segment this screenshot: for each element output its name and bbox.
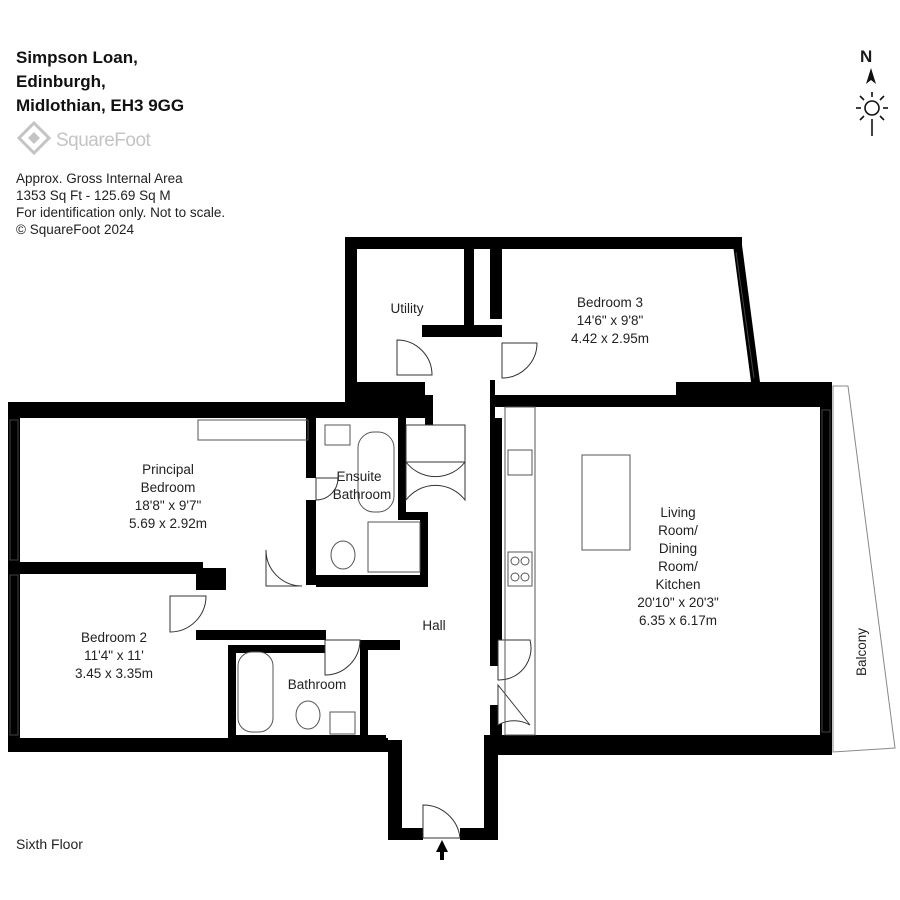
disclaimer: For identification only. Not to scale. [16, 205, 226, 220]
brand-name: SquareFoot [56, 130, 151, 151]
copyright: © SquareFoot 2024 [16, 222, 135, 237]
living-name-3: Dining [659, 541, 697, 556]
living-name-5: Kitchen [655, 577, 700, 592]
bedroom3-imperial: 14'6" x 9'8" [577, 313, 644, 328]
address-line-city: Edinburgh, [16, 72, 106, 91]
bedroom2-metric: 3.45 x 3.35m [75, 666, 153, 681]
area-value: 1353 Sq Ft - 125.69 Sq M [16, 188, 171, 203]
ensuite-name-1: Ensuite [336, 469, 381, 484]
address-line-street: Simpson Loan, [16, 48, 138, 67]
principal-metric: 5.69 x 2.92m [129, 516, 207, 531]
living-metric: 6.35 x 6.17m [639, 613, 717, 628]
bedroom2-name: Bedroom 2 [81, 630, 147, 645]
principal-name-2: Bedroom [141, 480, 196, 495]
living-name-1: Living [660, 505, 695, 520]
compass-north-label: N [860, 47, 873, 66]
kitchen-sink-icon [507, 449, 533, 476]
bathroom-sink-icon [329, 711, 356, 735]
windows [9, 251, 831, 736]
ensuite-name-2: Bathroom [333, 487, 392, 502]
area-info: Approx. Gross Internal Area 1353 Sq Ft -… [16, 170, 225, 238]
ensuite-bath-icon [357, 431, 395, 513]
ensuite-shower-icon [367, 521, 421, 573]
hob-icon [507, 551, 533, 587]
walls [8, 237, 832, 840]
principal-name-1: Principal [142, 462, 194, 477]
hall-label: Hall [422, 618, 445, 633]
bedroom3-name: Bedroom 3 [577, 295, 643, 310]
kitchen-island [581, 454, 631, 551]
squarefoot-logo: SquareFoot [16, 120, 186, 164]
living-imperial: 20'10" x 20'3" [637, 595, 719, 610]
fixtures [197, 406, 631, 736]
address-block: Simpson Loan, Edinburgh, Midlothian, EH3… [16, 46, 184, 118]
toilet-icon [295, 700, 321, 730]
bedroom3-metric: 4.42 x 2.95m [571, 331, 649, 346]
area-title: Approx. Gross Internal Area [16, 171, 183, 186]
living-name-2: Room/ [658, 523, 698, 538]
compass-icon [856, 68, 888, 136]
entrance-arrow-icon [436, 840, 448, 860]
principal-imperial: 18'8" x 9'7" [135, 498, 202, 513]
bedroom2-imperial: 11'4" x 11' [84, 648, 144, 663]
ensuite-sink-icon [324, 424, 351, 446]
room-labels: Utility Bedroom 3 14'6" x 9'8" 4.42 x 2.… [75, 295, 869, 692]
ensuite-toilet-icon [330, 540, 356, 570]
balcony-outline [832, 385, 896, 753]
bathroom-label: Bathroom [288, 677, 347, 692]
doors [169, 339, 538, 839]
utility-label: Utility [391, 301, 424, 316]
squarefoot-logo-icon [16, 120, 52, 156]
floor-label: Sixth Floor [16, 836, 83, 852]
balcony-label: Balcony [854, 628, 869, 676]
living-name-4: Room/ [658, 559, 698, 574]
address-line-region: Midlothian, EH3 9GG [16, 96, 185, 115]
bath-icon [237, 651, 274, 733]
